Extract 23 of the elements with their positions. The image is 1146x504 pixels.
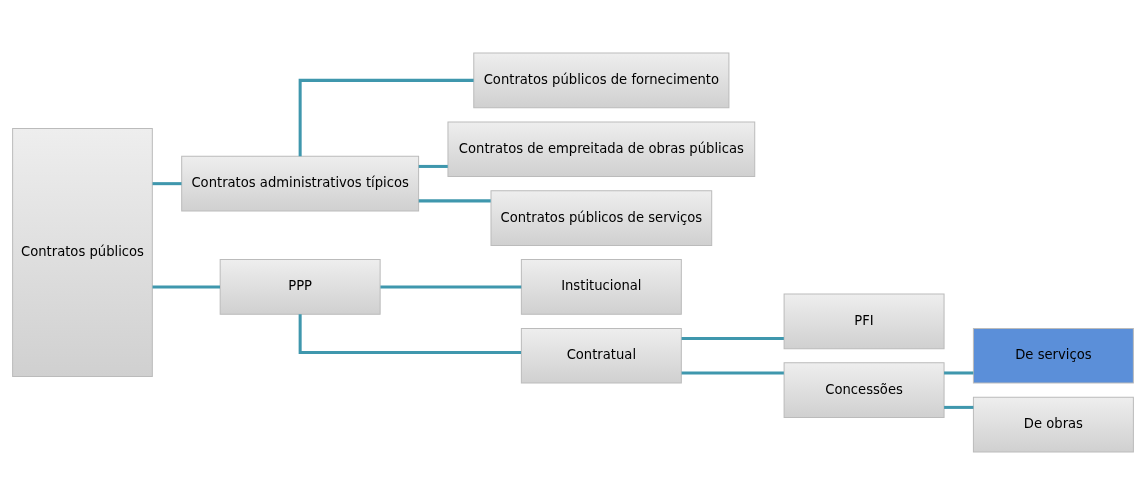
connector: [418, 198, 491, 202]
node-box: Contratos públicos de serviços: [490, 189, 713, 246]
node-box: De obras: [972, 396, 1134, 452]
node-box: PPP: [219, 258, 381, 315]
connector: [418, 164, 448, 168]
connector: [944, 370, 974, 374]
connector: [380, 284, 522, 288]
connector: [152, 181, 182, 185]
node-box: De serviços: [972, 327, 1134, 384]
node-box: Contratos públicos: [12, 127, 153, 377]
node-box: Institucional: [520, 258, 682, 315]
node-box: Contratos públicos de fornecimento: [473, 52, 730, 108]
connector: [298, 313, 522, 354]
connector: [681, 370, 784, 374]
node-box: Contratos de empreitada de obras públicas: [447, 120, 756, 177]
connector: [681, 336, 784, 340]
node-box: Concessões: [783, 361, 945, 418]
node-box: Contratual: [520, 327, 682, 384]
node-box: Contratos administrativos típicos: [181, 155, 420, 211]
connector: [944, 405, 974, 409]
connector: [298, 78, 474, 156]
connector: [152, 284, 220, 288]
node-box: PFI: [783, 293, 945, 349]
